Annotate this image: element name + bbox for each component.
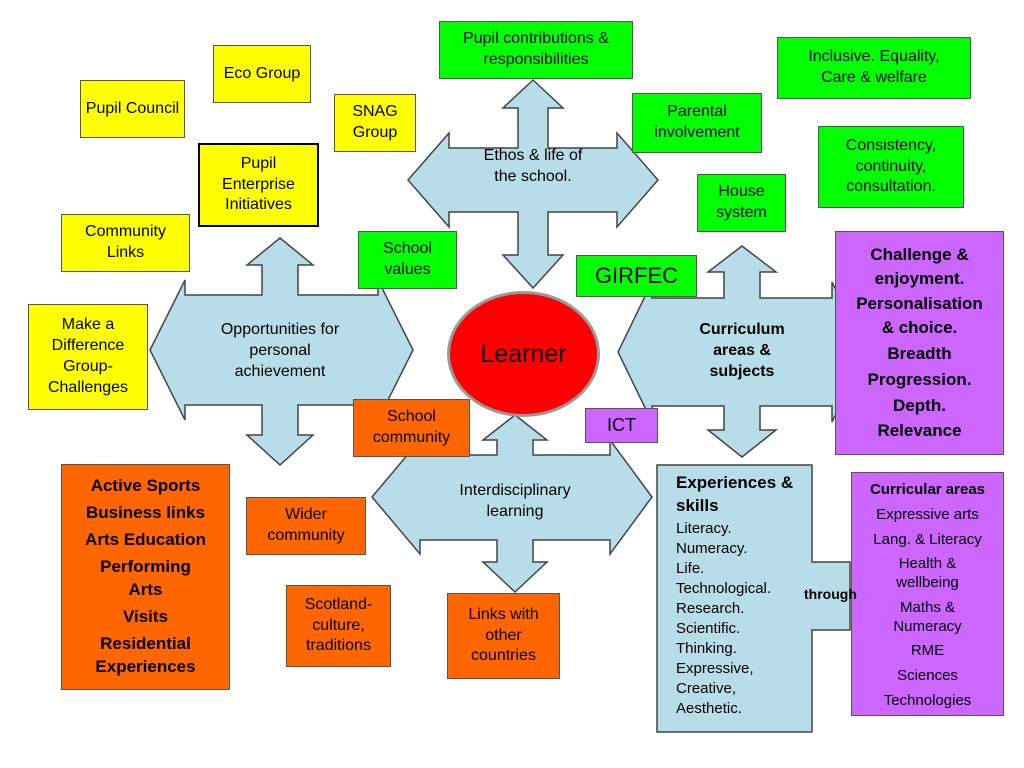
principle-item: Personalisation & choice. [856,294,983,338]
house-system-text: House system [716,183,767,221]
eco-group-box: Eco Group [213,45,311,103]
principle-item: Progression. [867,369,972,389]
principle-item: Challenge & enjoyment. [870,244,969,288]
skill-item: Expressive, [676,659,754,677]
parental-text: Parental involvement [654,103,740,141]
principle-item: Depth. [893,395,946,415]
experiences-panel [656,464,851,733]
through-label: through [804,586,857,602]
girfec-box: GIRFEC [576,255,697,297]
links-countries-box: Links with other countries [447,593,560,679]
curriculum-label: Curriculum areas & subjects [699,321,785,380]
curricular-area-item: RME [910,642,945,660]
learner-node: Learner [447,291,600,417]
opportunities-arrow [149,237,414,467]
curricular-area-item: Expressive arts [876,505,979,523]
pupil-contributions-text: Pupil contributions & responsibilities [463,30,609,68]
curricular-area-item: Health & wellbeing [896,555,959,591]
make-difference-box: Make a Difference Group-Challenges [28,304,148,410]
scotland-text: Scotland- culture, traditions [304,595,373,655]
skill-item: Technological. [676,580,772,598]
wider-community-text: Wider community [267,506,345,544]
activity-item: Residential Experiences [95,633,196,676]
activity-item: Performing Arts [100,557,191,599]
principles-box: Challenge & enjoyment. Personalisation &… [835,231,1004,455]
curricular-areas-title: Curricular areas [869,481,986,498]
curriculum-arrow [617,245,867,458]
skill-item: Aesthetic. [676,699,742,717]
activity-item: Active Sports [90,476,201,496]
skill-item: Life. [676,560,705,578]
consistency-text: Consistency, continuity, consultation. [845,136,937,196]
curricular-area-item: Technologies [883,691,972,709]
curricular-areas-box: Curricular areas Expressive arts Lang. &… [851,472,1004,716]
parental-involvement-box: Parental involvement [632,93,762,153]
activity-item: Visits [122,606,169,626]
skill-item: Research. [676,599,745,617]
scotland-box: Scotland- culture, traditions [286,585,391,667]
pupil-council-box: Pupil Council [80,80,185,138]
skill-item: Numeracy. [676,540,748,558]
ethos-label: Ethos & life of the school. [483,147,583,185]
school-values-text: School values [383,240,432,278]
activity-item: Business links [85,503,206,523]
girfec-text: GIRFEC [594,262,679,288]
school-values-box: School values [358,231,457,289]
curricular-area-item: Sciences [897,667,958,684]
learner-label: Learner [480,339,567,368]
curricular-area-item: Lang. & Literacy [873,530,982,548]
skill-item: Literacy. [676,520,732,538]
inclusive-box: Inclusive. Equality, Care & welfare [777,37,971,99]
pupil-enterprise-box: Pupil Enterprise Initiatives [198,143,319,227]
make-difference-text: Make a Difference Group-Challenges [47,316,129,396]
pupil-council-text: Pupil Council [85,99,180,117]
eco-group-text: Eco Group [223,64,301,82]
pupil-contributions-box: Pupil contributions & responsibilities [439,21,633,79]
ict-text: ICT [607,414,636,435]
principle-item: Relevance [877,421,962,441]
curricular-area-item: Maths & Numeracy [893,598,962,635]
snag-group-box: SNAG Group [334,94,416,152]
links-countries-text: Links with other countries [468,605,539,665]
experiences-title: Experiences & skills [676,473,794,515]
pupil-enterprise-text: Pupil Enterprise Initiatives [222,154,295,214]
consistency-box: Consistency, continuity, consultation. [818,126,964,208]
principle-item: Breadth [887,344,952,363]
community-links-box: Community Links [61,214,190,272]
school-community-text: School community [372,408,451,446]
opportunities-label: Opportunities for personal achievement [220,321,340,380]
activities-box: Active Sports Business links Arts Educat… [61,464,230,690]
community-links-text: Community Links [85,223,166,261]
ethos-arrow [407,78,659,290]
interdisciplinary-label: Interdisciplinary learning [459,482,571,520]
skill-item: Scientific. [676,619,741,637]
ict-box: ICT [585,408,658,443]
skill-item: Creative, [676,679,737,697]
experiences-content: Experiences & skills Literacy. Numeracy.… [676,472,806,719]
activity-item: Arts Education [85,530,206,550]
school-community-box: School community [353,399,470,457]
snag-group-text: SNAG Group [352,103,398,141]
house-system-box: House system [697,174,786,232]
skill-item: Thinking. [676,639,737,657]
inclusive-text: Inclusive. Equality, Care & welfare [808,48,940,86]
wider-community-box: Wider community [246,497,366,555]
